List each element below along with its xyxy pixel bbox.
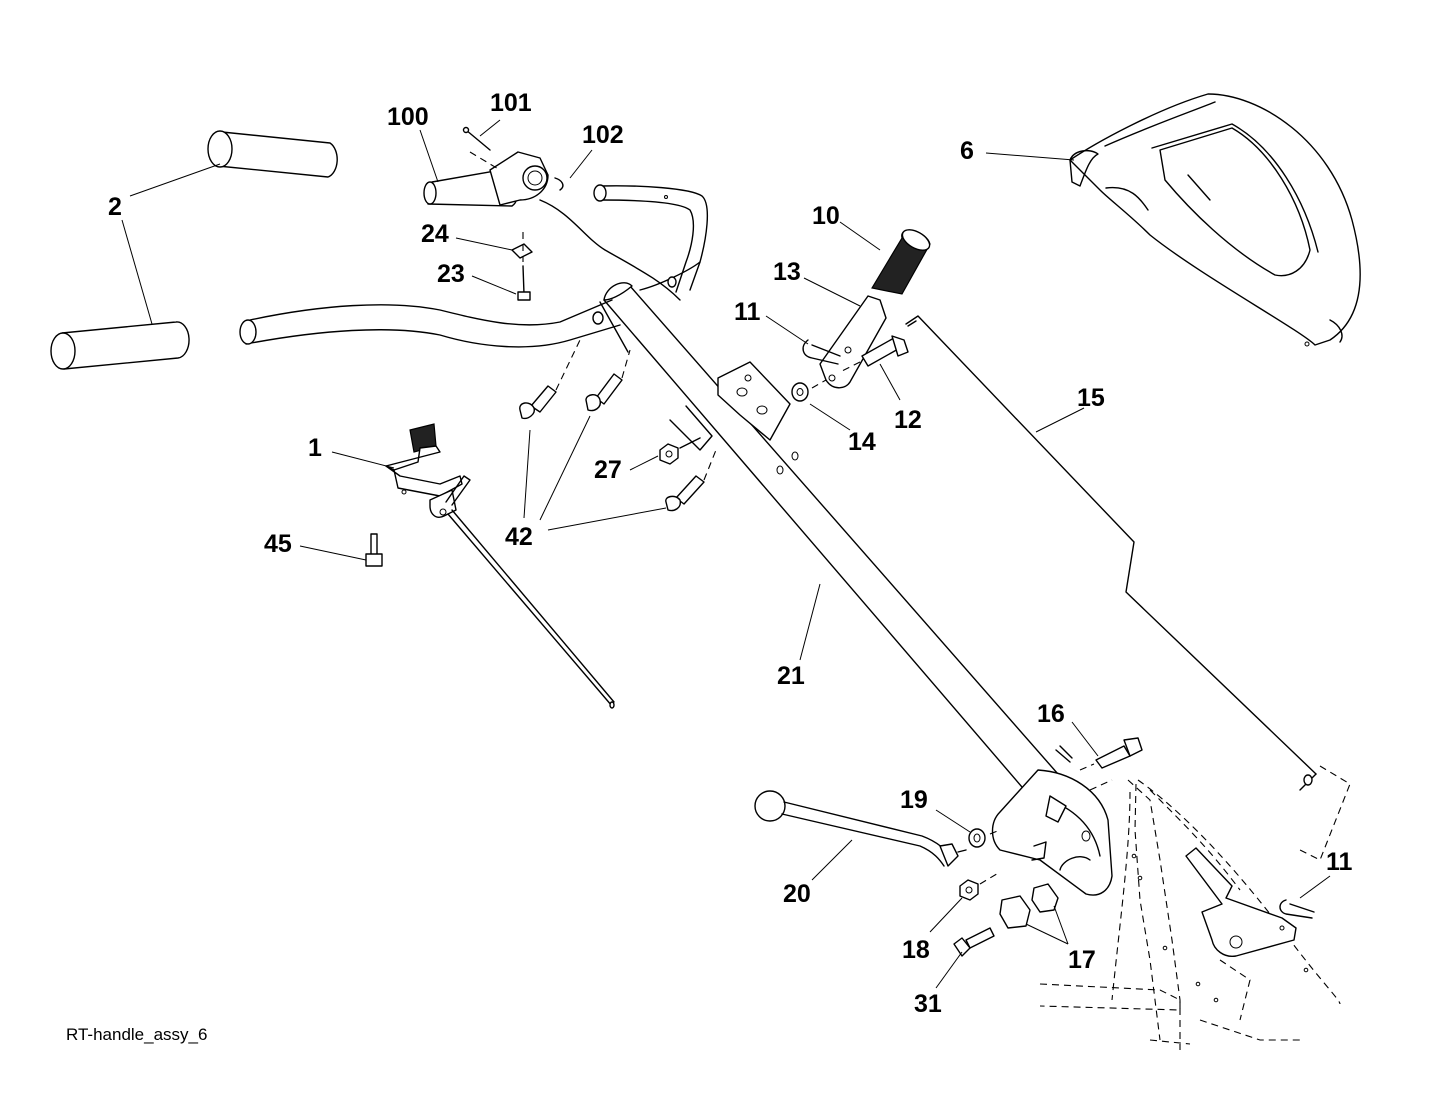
handle-shield — [1069, 93, 1361, 347]
lever-grip — [871, 229, 931, 295]
control-bracket-1 — [385, 423, 615, 709]
callout-13: 13 — [773, 258, 801, 286]
handle-grip-upper — [207, 130, 338, 178]
handlebar — [239, 184, 708, 348]
callout-45: 45 — [264, 530, 292, 558]
nut-27 — [659, 437, 701, 465]
callout-102: 102 — [582, 121, 624, 149]
shift-lever — [754, 790, 967, 867]
screw-23 — [517, 232, 531, 301]
drive-lever — [819, 295, 887, 389]
control-lever — [423, 126, 564, 207]
handle-grip-lower — [50, 321, 190, 370]
callout-1: 1 — [308, 434, 322, 462]
bolt-42-b — [585, 373, 623, 412]
bolt-45 — [365, 533, 383, 567]
callout-11-lower: 11 — [1326, 848, 1353, 876]
bolt-31 — [953, 927, 995, 957]
bolt-42-guides — [555, 339, 717, 481]
callout-labels: 2 100 101 102 24 23 6 10 13 11 12 14 15 … — [108, 89, 1353, 1018]
insert-17-a — [999, 895, 1031, 929]
callout-17: 17 — [1068, 946, 1096, 974]
nut-18 — [959, 871, 1001, 901]
callout-42: 42 — [505, 523, 533, 551]
callout-19: 19 — [900, 786, 928, 814]
callout-24: 24 — [421, 220, 449, 248]
callout-16: 16 — [1037, 700, 1065, 728]
callout-6: 6 — [960, 137, 974, 165]
bolt-42-c — [665, 475, 705, 512]
bolt-12 — [839, 335, 909, 373]
diagram-caption: RT-handle_assy_6 — [66, 1025, 207, 1044]
washer-19 — [968, 828, 1001, 848]
spacer-14 — [791, 379, 827, 402]
clip-24 — [511, 243, 533, 259]
callout-15: 15 — [1077, 384, 1105, 412]
callout-100: 100 — [387, 103, 429, 131]
bolt-16 — [1079, 737, 1143, 771]
callout-11-upper: 11 — [734, 298, 761, 326]
callout-2: 2 — [108, 193, 122, 221]
callout-18: 18 — [902, 936, 930, 964]
hairpin-clip-lower — [1279, 899, 1315, 919]
lower-bracket — [991, 769, 1113, 896]
control-bracket — [717, 361, 791, 441]
callout-10: 10 — [812, 202, 840, 230]
handle-tube — [599, 282, 1073, 809]
callout-31: 31 — [914, 990, 942, 1018]
callout-101: 101 — [490, 89, 532, 117]
leader-lines — [121, 119, 1331, 989]
control-cable — [539, 199, 681, 301]
callout-27: 27 — [594, 456, 622, 484]
shift-rod — [905, 315, 1351, 861]
shift-bracket — [1185, 847, 1297, 957]
callout-14: 14 — [848, 428, 876, 456]
cotter-pin-tube — [1055, 745, 1073, 763]
callout-12: 12 — [894, 406, 922, 434]
bolt-42-a — [519, 385, 557, 420]
callout-20: 20 — [783, 880, 811, 908]
callout-21: 21 — [777, 662, 805, 690]
insert-17-b — [1031, 883, 1059, 913]
callout-23: 23 — [437, 260, 465, 288]
